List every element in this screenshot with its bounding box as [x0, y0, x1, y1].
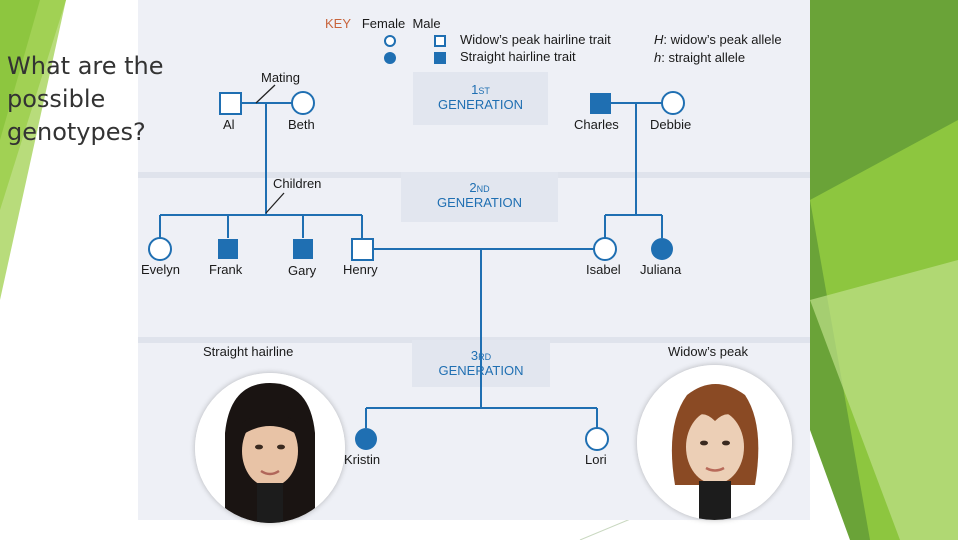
allele-h-text: : straight allele	[661, 50, 746, 65]
key-allele-H: H: widow’s peak allele	[654, 32, 782, 47]
children-label: Children	[273, 176, 322, 191]
straight-hairline-caption: Straight hairline	[203, 344, 294, 359]
generation-label-2: 2ND GENERATION	[401, 172, 558, 222]
gen2-num: 2	[469, 180, 477, 195]
name-al: Al	[223, 117, 235, 132]
name-kristin: Kristin	[344, 452, 381, 467]
name-charles: Charles	[574, 117, 619, 132]
name-frank: Frank	[209, 262, 243, 277]
beth-symbol	[291, 91, 315, 115]
name-juliana: Juliana	[640, 262, 682, 277]
widows-peak-portrait	[637, 365, 792, 520]
allele-H-symbol: H	[654, 32, 664, 47]
gen3-num: 3	[470, 348, 479, 363]
key-title: KEY	[325, 16, 352, 31]
widows-peak-caption: Widow’s peak	[668, 344, 748, 359]
lori-symbol	[585, 427, 609, 451]
allele-H-text: : widow’s peak allele	[663, 32, 782, 47]
key-allele-h: h: straight allele	[654, 50, 745, 65]
mating-label: Mating	[261, 70, 301, 85]
gen3-suffix: RD	[478, 352, 492, 362]
key-female-label: Female	[361, 16, 406, 31]
name-lori: Lori	[585, 452, 607, 467]
key-straight-trait: Straight hairline trait	[460, 49, 576, 64]
gary-symbol	[293, 239, 313, 259]
name-beth: Beth	[288, 117, 315, 132]
key-male-straight-symbol	[434, 52, 446, 64]
name-isabel: Isabel	[586, 262, 621, 277]
allele-h-symbol: h	[654, 50, 662, 65]
key-male-widow-symbol	[434, 35, 446, 47]
charles-symbol	[590, 93, 611, 114]
key-female-widow-symbol	[384, 35, 396, 47]
isabel-symbol	[593, 237, 617, 261]
key-male-label: Male	[412, 16, 441, 31]
debbie-symbol	[661, 91, 685, 115]
gen1-suffix: ST	[478, 86, 490, 96]
henry-symbol	[351, 238, 374, 261]
generation-label-1: 1ST GENERATION	[413, 72, 548, 125]
evelyn-symbol	[148, 237, 172, 261]
name-evelyn: Evelyn	[141, 262, 181, 277]
portrait-straight-drawing	[195, 373, 345, 523]
key-widow-trait: Widow’s peak hairline trait	[460, 32, 611, 47]
children-pointer	[265, 192, 285, 214]
key-legend: KEY Female Male	[325, 16, 441, 31]
gen1-num: 1	[471, 82, 479, 97]
name-gary: Gary	[288, 263, 317, 278]
name-debbie: Debbie	[650, 117, 692, 132]
frank-symbol	[218, 239, 238, 259]
straight-hairline-portrait	[195, 373, 345, 523]
kristin-symbol	[355, 428, 377, 450]
key-female-straight-symbol	[384, 52, 396, 64]
mating-pointer	[255, 84, 276, 104]
portrait-widow-drawing	[637, 365, 792, 520]
gen2-suffix: ND	[476, 184, 490, 194]
juliana-symbol	[651, 238, 673, 260]
al-symbol	[219, 92, 242, 115]
question-text: What are the possible genotypes?	[7, 52, 164, 146]
gen2-word: GENERATION	[437, 195, 522, 210]
gen1-word: GENERATION	[438, 97, 523, 112]
name-henry: Henry	[343, 262, 378, 277]
